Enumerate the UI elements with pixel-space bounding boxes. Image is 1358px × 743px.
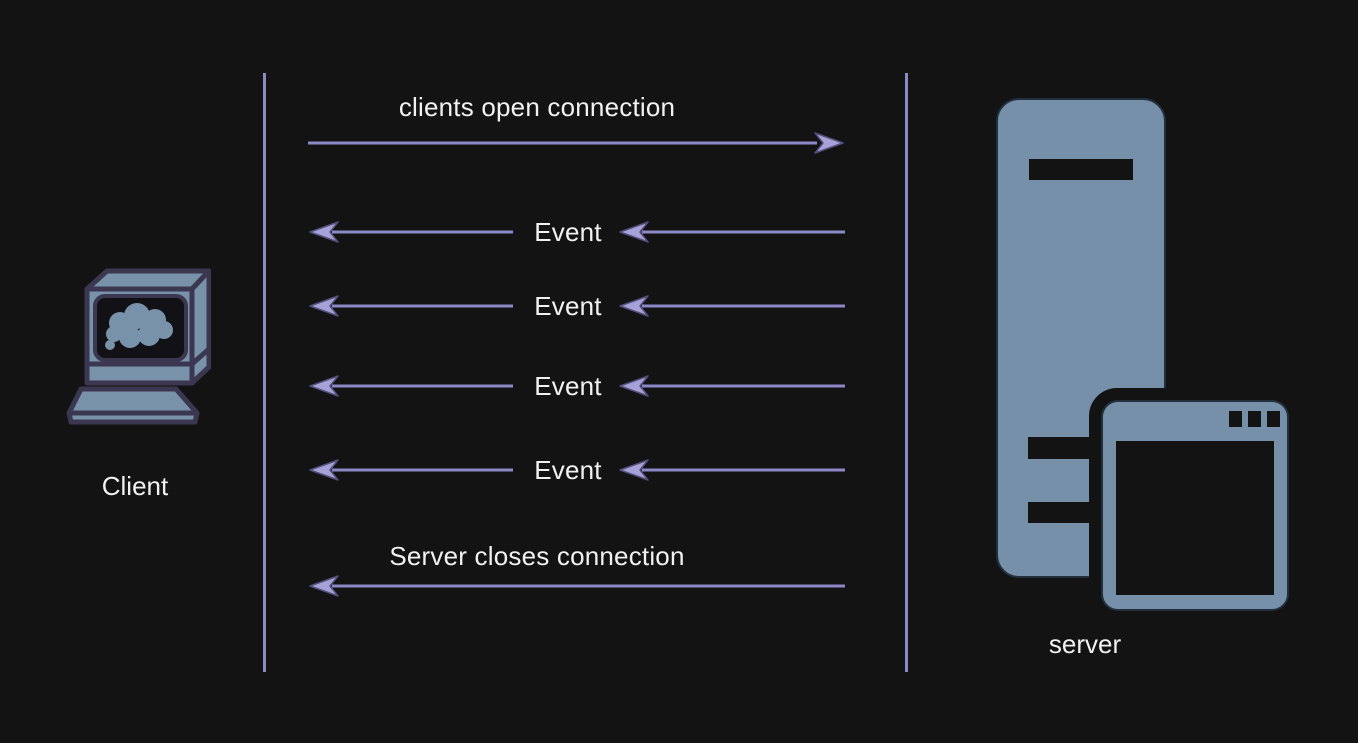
client-lifeline [263,73,266,672]
client-computer-icon [66,268,211,425]
event-label: Event [534,371,602,401]
browser-window-icon [1089,388,1301,622]
server-label: server [1048,629,1122,659]
server-icon [996,98,1301,622]
arrow-left-icon [309,459,513,481]
arrow-left-icon [619,295,845,317]
arrow-left-icon [309,295,513,317]
event-label: Event [534,217,602,247]
close-connection-label: Server closes connection [389,541,685,571]
arrow-right-icon [308,132,844,154]
arrow-left-icon [619,375,845,397]
open-connection-label: clients open connection [398,92,676,122]
arrow-left-icon [309,575,845,597]
arrow-left-icon [309,375,513,397]
cloud-icon [105,303,173,350]
client-label: Client [101,471,169,501]
event-label: Event [534,455,602,485]
event-label: Event [534,291,602,321]
arrow-left-icon [619,221,845,243]
arrow-left-icon [619,459,845,481]
arrow-left-icon [309,221,513,243]
server-lifeline [905,73,908,672]
